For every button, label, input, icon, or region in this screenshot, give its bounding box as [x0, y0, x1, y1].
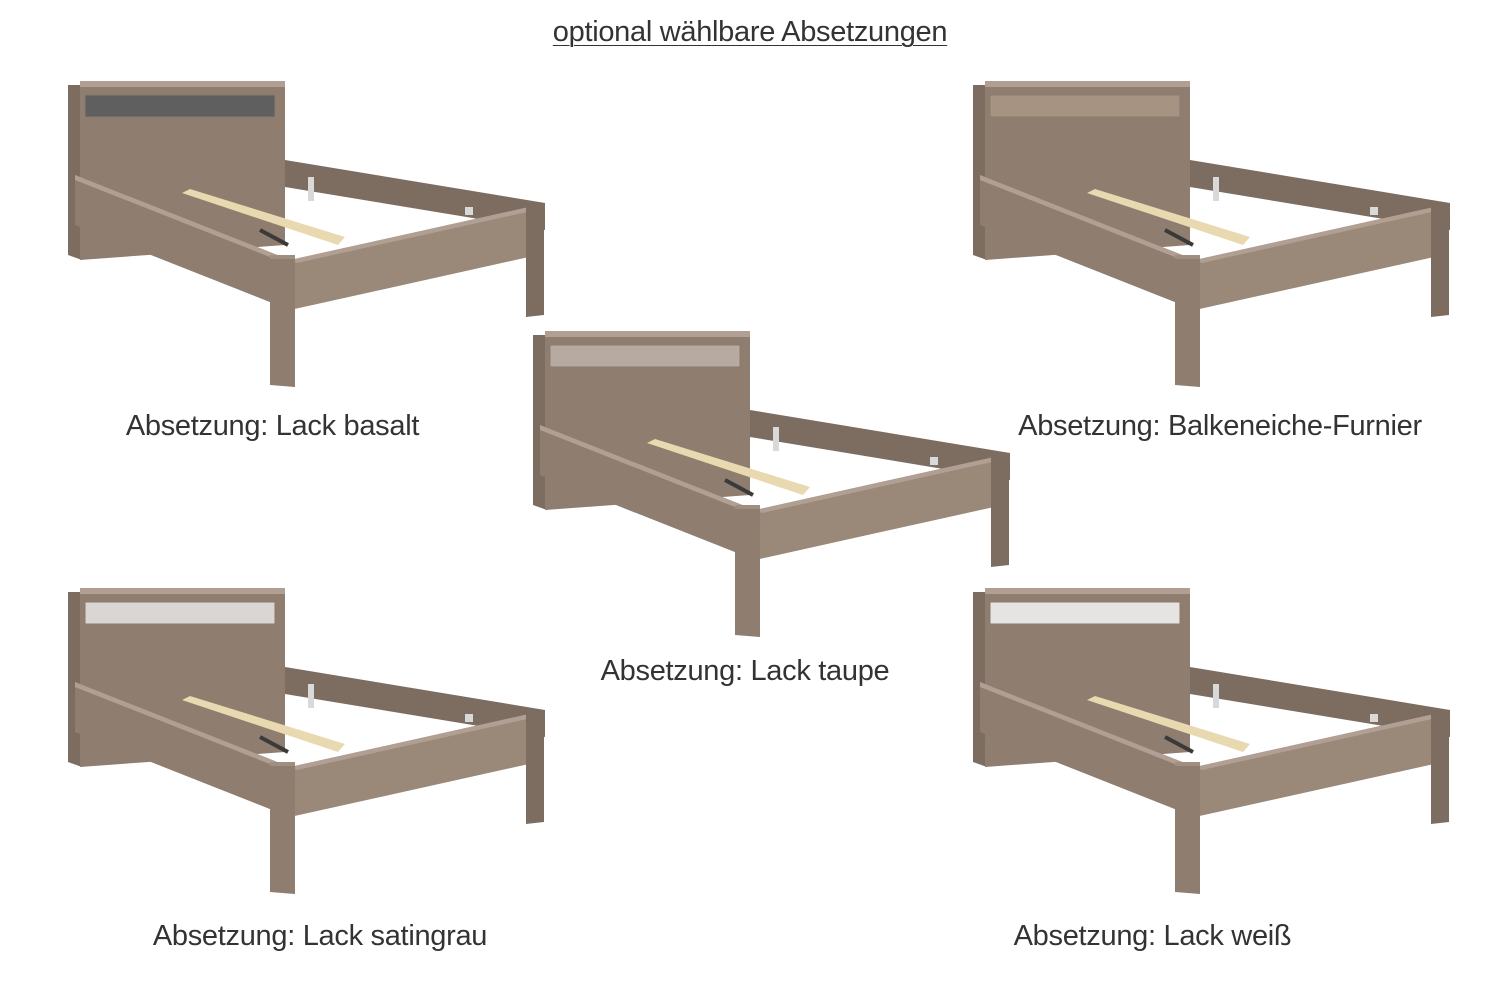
foot-post-top	[270, 255, 295, 259]
page-title-text: optional wählbare Absetzungen	[552, 16, 948, 48]
foot-rail	[755, 455, 1003, 560]
near-side-rail	[75, 175, 290, 310]
accent-panel	[84, 94, 276, 118]
foot-rail	[290, 205, 538, 310]
slat-strut	[724, 478, 754, 497]
far-foot-leg	[526, 203, 544, 317]
bed-illustration	[68, 588, 545, 894]
near-side-rail	[980, 682, 1195, 817]
near-side-rail-top	[75, 682, 290, 772]
bracket	[1370, 207, 1378, 215]
near-side-rail-top	[540, 425, 755, 515]
caption-balkeneiche: Absetzung: Balkeneiche-Furnier	[1018, 410, 1422, 442]
slat-strut	[1164, 735, 1194, 754]
headboard-leg	[973, 592, 987, 767]
bracket	[1370, 714, 1378, 722]
far-foot-leg	[991, 453, 1009, 567]
bracket	[930, 457, 938, 465]
bed-illustration	[973, 588, 1450, 894]
foot-rail	[1195, 205, 1443, 310]
foot-post-top	[1175, 255, 1200, 259]
foot-post	[270, 255, 295, 387]
headboard-top	[80, 81, 285, 87]
caption-satingrau: Absetzung: Lack satingrau	[152, 920, 488, 952]
far-side-rail	[285, 160, 545, 230]
caption-basalt: Absetzung: Lack basalt	[125, 410, 420, 442]
foot-rail-top	[1195, 205, 1450, 263]
foot-rail-top	[290, 205, 545, 263]
foot-post	[735, 505, 760, 637]
headboard-leg	[68, 85, 82, 260]
slat	[182, 189, 345, 245]
bracket	[308, 684, 314, 708]
foot-post	[1175, 255, 1200, 387]
bed-illustration	[533, 331, 1010, 637]
foot-rail-top	[290, 712, 545, 770]
foot-post-top	[735, 505, 760, 509]
accent-panel	[989, 601, 1181, 625]
accent-panel	[989, 94, 1181, 118]
bed-image-weiss	[965, 582, 1465, 912]
bed-illustration	[68, 81, 545, 387]
headboard-top	[985, 588, 1190, 594]
caption-weiss: Absetzung: Lack weiß	[1013, 920, 1292, 952]
near-side-rail	[75, 682, 290, 817]
bed-image-basalt	[60, 75, 560, 405]
bed-illustration	[973, 81, 1450, 387]
far-side-rail	[1190, 160, 1450, 230]
bed-image-balkeneiche	[965, 75, 1465, 405]
bracket	[1213, 684, 1219, 708]
caption-taupe: Absetzung: Lack taupe	[600, 655, 890, 687]
foot-post	[1175, 762, 1200, 894]
near-side-rail	[540, 425, 755, 560]
headboard-top	[545, 331, 750, 337]
accent-panel	[84, 601, 276, 625]
headboard-leg	[533, 335, 547, 510]
foot-rail	[1195, 712, 1443, 817]
bracket	[773, 427, 779, 451]
far-foot-leg	[1431, 710, 1449, 824]
headboard-top	[985, 81, 1190, 87]
far-side-rail	[285, 667, 545, 737]
slat	[1087, 696, 1250, 752]
foot-rail-top	[755, 455, 1010, 513]
headboard-leg	[68, 592, 82, 767]
bracket	[1213, 177, 1219, 201]
near-side-rail-top	[980, 682, 1195, 772]
foot-post-top	[270, 762, 295, 766]
bed-image-satingrau	[60, 582, 560, 912]
foot-post-top	[1175, 762, 1200, 766]
foot-rail-top	[1195, 712, 1450, 770]
near-side-rail-top	[75, 175, 290, 265]
slat	[182, 696, 345, 752]
far-foot-leg	[1431, 203, 1449, 317]
bracket	[465, 714, 473, 722]
far-foot-leg	[526, 710, 544, 824]
foot-rail	[290, 712, 538, 817]
far-side-rail	[1190, 667, 1450, 737]
headboard-top	[80, 588, 285, 594]
bed-image-taupe	[525, 325, 1025, 655]
slat-strut	[1164, 228, 1194, 247]
near-side-rail-top	[980, 175, 1195, 265]
slat-strut	[259, 228, 289, 247]
slat	[647, 439, 810, 495]
headboard-leg	[973, 85, 987, 260]
bracket	[465, 207, 473, 215]
bracket	[308, 177, 314, 201]
near-side-rail	[980, 175, 1195, 310]
slat	[1087, 189, 1250, 245]
accent-panel	[549, 344, 741, 368]
far-side-rail	[750, 410, 1010, 480]
slat-strut	[259, 735, 289, 754]
page-title: optional wählbare Absetzungen	[0, 16, 1500, 49]
foot-post	[270, 762, 295, 894]
